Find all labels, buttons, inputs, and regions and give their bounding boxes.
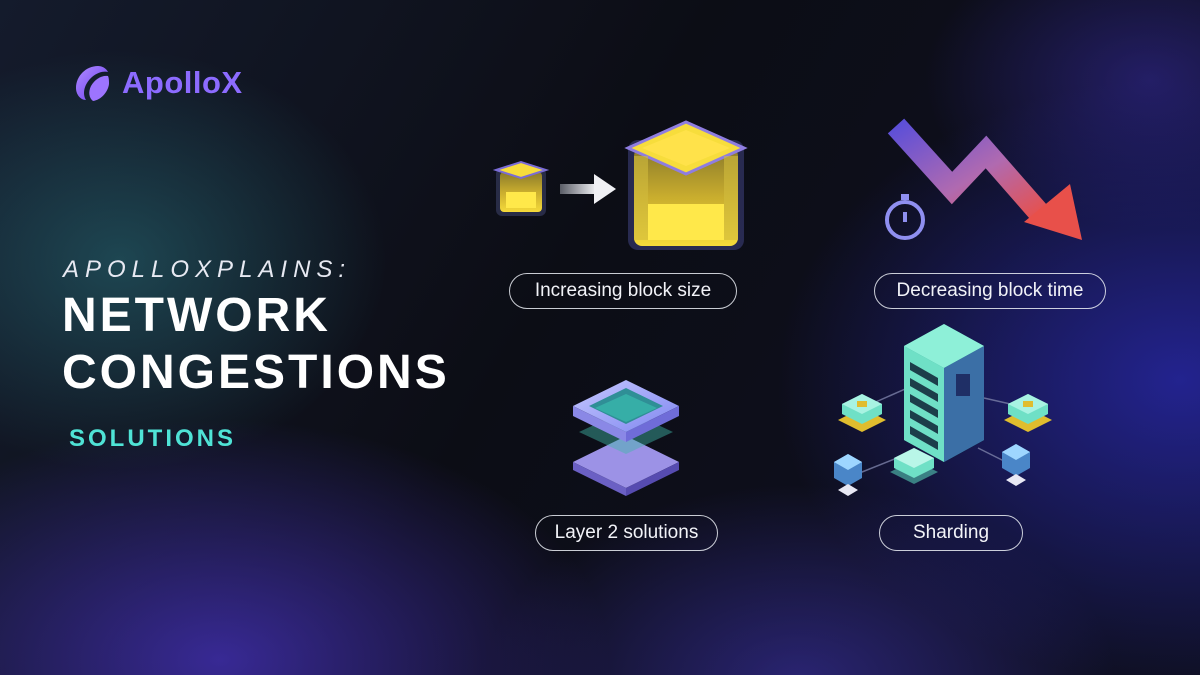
solution-pill-sharding: Sharding	[879, 515, 1023, 551]
shard-cube-icon	[834, 454, 862, 496]
subtitle: SOLUTIONS	[69, 425, 237, 452]
solution-pill-block-size: Increasing block size	[509, 273, 737, 309]
brand-name: ApolloX	[122, 65, 243, 100]
title-line-2: CONGESTIONS	[62, 346, 450, 399]
trend-down-icon	[885, 118, 1082, 240]
arrow-right-icon	[560, 174, 616, 204]
title-line-1: NETWORK	[62, 289, 331, 342]
server-network-icon	[834, 324, 1052, 496]
brand-logo: ApolloX	[68, 60, 243, 106]
page-title: NETWORK CONGESTIONS	[62, 287, 450, 401]
server-rack-icon	[904, 324, 984, 462]
eyebrow-text: APOLLOXPLAINS:	[63, 256, 352, 283]
shard-node-icon	[838, 394, 886, 432]
shard-node-icon	[1004, 394, 1052, 432]
small-block-icon	[492, 160, 550, 216]
block-grow-icon	[492, 120, 748, 250]
solution-pill-block-time: Decreasing block time	[874, 273, 1106, 309]
apollox-logo-icon	[76, 66, 109, 101]
large-block-icon	[624, 120, 748, 250]
stopwatch-icon	[885, 194, 925, 240]
shard-cube-icon	[1002, 444, 1030, 486]
solution-pill-layer2: Layer 2 solutions	[535, 515, 718, 551]
layers-icon	[573, 380, 679, 496]
shard-node-icon	[890, 448, 938, 484]
